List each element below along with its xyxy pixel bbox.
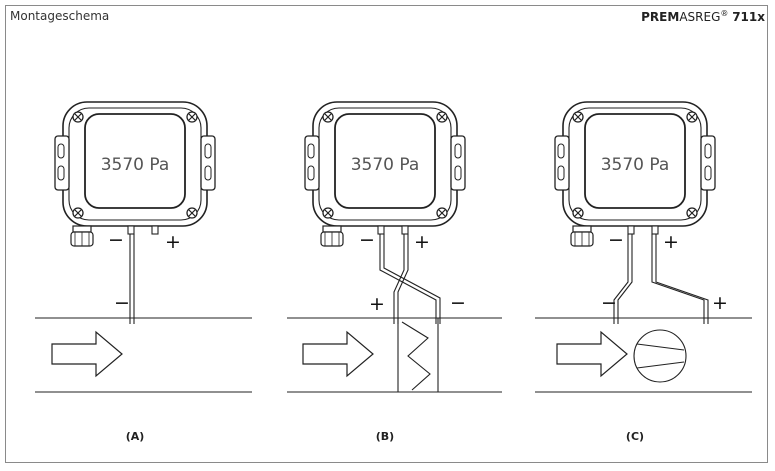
- panel-c: 3570 Pa − + − + (C): [535, 101, 752, 443]
- minus-sign-c: −: [608, 229, 624, 251]
- display-value-c: 3570 Pa: [601, 155, 670, 175]
- panel-label-a: (A): [126, 430, 145, 443]
- plus-sign-duct-c: +: [712, 292, 728, 314]
- plus-sign-b: +: [414, 231, 430, 253]
- panel-label-b: (B): [376, 430, 394, 443]
- display-value-b: 3570 Pa: [351, 155, 420, 175]
- minus-sign-duct-b: −: [450, 292, 466, 314]
- fan-symbol-c: [633, 329, 687, 383]
- minus-sign-duct-a: −: [114, 292, 130, 314]
- plus-sign-a: +: [165, 231, 181, 253]
- minus-sign-duct-c: −: [601, 292, 617, 314]
- pressure-tubes-b: [379, 234, 441, 324]
- diagram-frame: [5, 5, 768, 463]
- brand-name: ASREG: [679, 10, 721, 24]
- display-value-a: 3570 Pa: [101, 155, 170, 175]
- model-number: 711x: [732, 10, 765, 24]
- pressure-tube-a: [129, 234, 135, 324]
- pressure-tubes-c: [613, 234, 709, 324]
- filter-element-b: [397, 318, 439, 392]
- panel-label-c: (C): [626, 430, 644, 443]
- panel-b: 3570 Pa − + + − (B): [287, 101, 502, 443]
- airflow-arrow-c: [556, 331, 628, 377]
- brand-bold: PREM: [641, 10, 680, 24]
- minus-sign-a: −: [108, 229, 124, 251]
- airflow-arrow-b: [302, 331, 374, 377]
- minus-sign-b: −: [359, 229, 375, 251]
- header-title: Montageschema: [10, 9, 110, 23]
- plus-sign-duct-b: +: [369, 293, 385, 315]
- panel-a: 3570 Pa − + − (A): [35, 101, 252, 443]
- registered-mark: ®: [720, 9, 729, 18]
- airflow-arrow-a: [51, 331, 123, 377]
- header-product: PREMASREG® 711x: [641, 9, 765, 24]
- plus-sign-c: +: [663, 231, 679, 253]
